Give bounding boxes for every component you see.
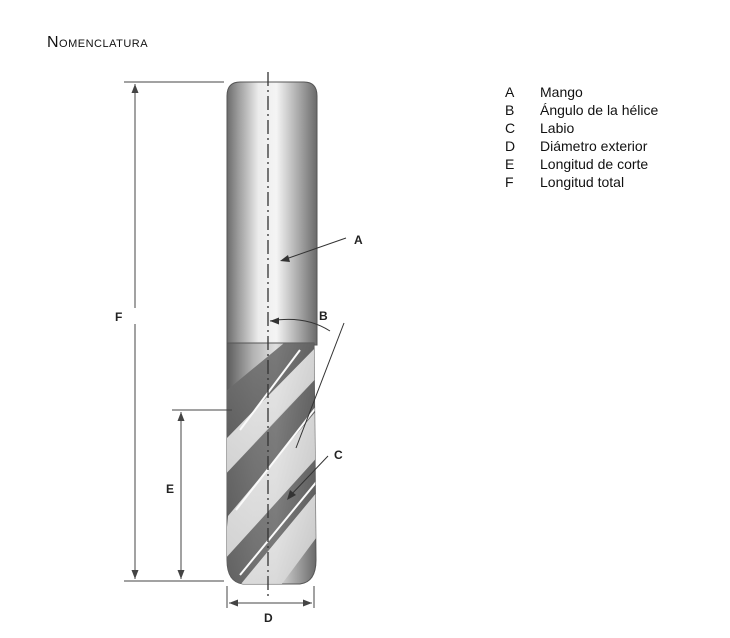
legend-key: A [505, 84, 515, 100]
dimension-d [226, 586, 315, 608]
legend-text: Longitud de corte [540, 156, 649, 172]
dimension-f [124, 81, 224, 582]
legend-item: E Longitud de corte [505, 155, 658, 173]
dimension-e [172, 409, 232, 579]
legend-key: F [505, 174, 514, 190]
legend-item: F Longitud total [505, 173, 658, 191]
label-a: A [354, 233, 363, 247]
legend-key: E [505, 156, 515, 172]
legend-text: Longitud total [540, 174, 625, 190]
legend-key: B [505, 102, 515, 118]
legend-text: Mango [540, 84, 583, 100]
angle-b [269, 317, 345, 449]
leader-c [287, 455, 329, 500]
label-d: D [264, 611, 273, 625]
legend-text: Ángulo de la hélice [540, 102, 659, 118]
legend: A Mango B Ángulo de la hélice C Labio D … [505, 83, 658, 191]
label-f: F [115, 310, 122, 324]
leader-a [280, 237, 347, 262]
flute-section [226, 342, 317, 585]
page-title: Nomenclatura [47, 34, 149, 51]
legend-key: D [505, 138, 516, 154]
legend-text: Labio [540, 120, 575, 136]
legend-item: D Diámetro exterior [505, 137, 658, 155]
label-b: B [319, 309, 328, 323]
legend-item: A Mango [505, 83, 658, 101]
label-c: C [334, 448, 343, 462]
legend-item: B Ángulo de la hélice [505, 101, 658, 119]
legend-item: C Labio [505, 119, 658, 137]
legend-key: C [505, 120, 516, 136]
shank-body [226, 81, 318, 346]
label-e: E [166, 482, 174, 496]
legend-text: Diámetro exterior [540, 138, 648, 154]
